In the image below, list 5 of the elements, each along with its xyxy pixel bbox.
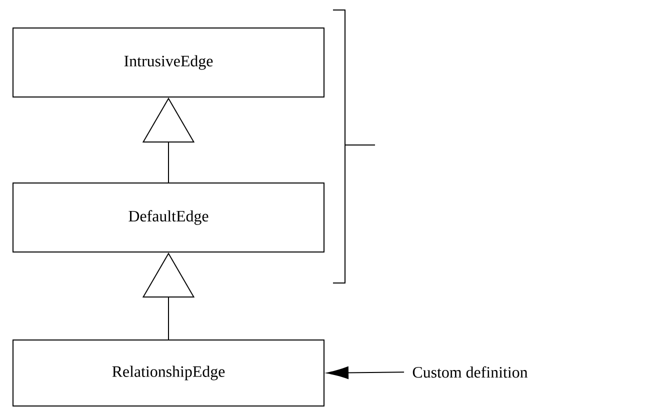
note-text: Custom definition	[412, 366, 528, 378]
class-box: RelationshipEdge	[12, 340, 324, 406]
class-box: DefaultEdge	[12, 182, 324, 252]
arrow	[326, 366, 405, 379]
class-box: IntrusiveEdge	[12, 28, 324, 98]
